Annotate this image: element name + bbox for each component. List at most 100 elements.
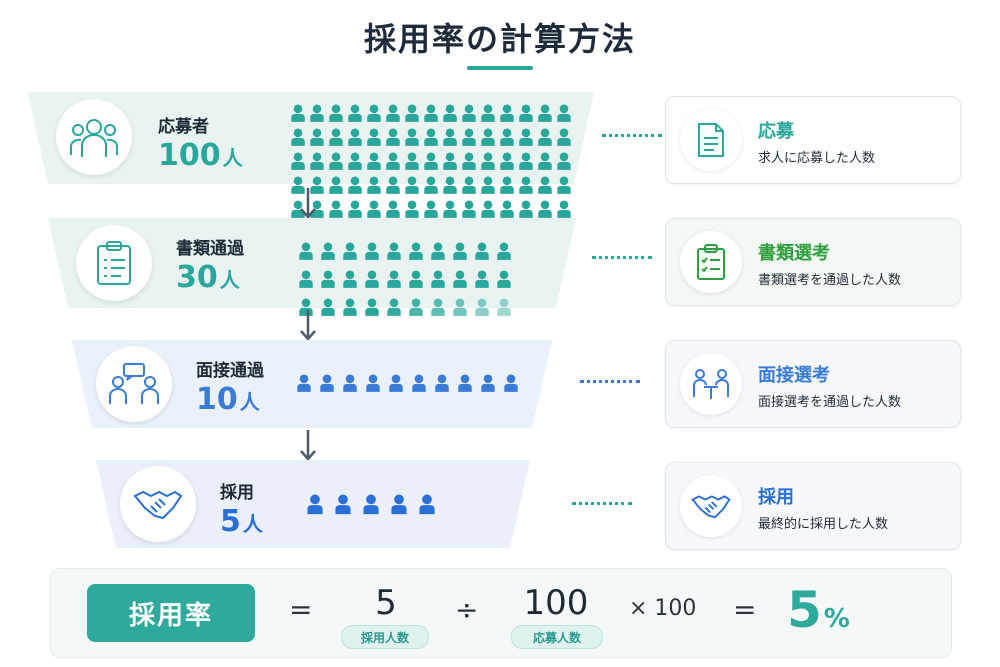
card-description: 面接選考を通過した人数 bbox=[758, 395, 902, 410]
person-icon bbox=[291, 152, 305, 170]
interview-icon bbox=[96, 346, 172, 422]
person-icon bbox=[519, 152, 533, 170]
person-icon bbox=[462, 104, 476, 122]
person-icon bbox=[443, 128, 457, 146]
person-icon bbox=[405, 152, 419, 170]
person-icon bbox=[435, 374, 449, 392]
person-icon bbox=[343, 374, 357, 392]
person-icon bbox=[538, 200, 552, 218]
person-icon bbox=[462, 152, 476, 170]
person-icon bbox=[424, 152, 438, 170]
person-icon bbox=[367, 176, 381, 194]
person-icon bbox=[335, 494, 351, 515]
person-icon bbox=[557, 176, 571, 194]
person-icon bbox=[310, 152, 324, 170]
person-icon bbox=[462, 200, 476, 218]
person-icon bbox=[500, 176, 514, 194]
person-icon bbox=[557, 104, 571, 122]
people-grid bbox=[298, 242, 518, 334]
person-icon bbox=[557, 152, 571, 170]
people-icons bbox=[299, 242, 511, 316]
handshake-icon bbox=[680, 475, 742, 537]
formula-panel: 採用率 = 5 採用人数 ÷ 100 応募人数 × 100 = 5% bbox=[50, 568, 952, 658]
checklist-icon bbox=[680, 231, 742, 293]
person-icon bbox=[321, 270, 335, 288]
person-icon bbox=[329, 176, 343, 194]
person-icon bbox=[538, 104, 552, 122]
person-icon bbox=[367, 128, 381, 146]
card-description: 求人に応募した人数 bbox=[758, 151, 876, 166]
multiply-term: × 100 bbox=[629, 596, 697, 621]
person-icon bbox=[481, 128, 495, 146]
equals-sign: = bbox=[289, 593, 313, 626]
person-icon bbox=[348, 128, 362, 146]
person-icon bbox=[409, 270, 423, 288]
person-icon bbox=[291, 200, 305, 218]
person-icon bbox=[431, 298, 445, 316]
people-icons bbox=[307, 494, 435, 515]
stage-label: 書類通過 bbox=[176, 239, 244, 259]
card-description: 最終的に採用した人数 bbox=[758, 517, 889, 532]
person-icon bbox=[500, 104, 514, 122]
person-icon bbox=[386, 176, 400, 194]
person-icon bbox=[538, 176, 552, 194]
stage-label: 面接通過 bbox=[196, 361, 264, 381]
person-icon bbox=[424, 104, 438, 122]
person-icon bbox=[497, 242, 511, 260]
person-icon bbox=[424, 176, 438, 194]
person-icon bbox=[365, 270, 379, 288]
person-icon bbox=[367, 200, 381, 218]
people-grid bbox=[306, 494, 446, 524]
person-icon bbox=[310, 104, 324, 122]
person-icon bbox=[443, 104, 457, 122]
person-icon bbox=[343, 298, 357, 316]
stage-band bbox=[72, 340, 552, 428]
hiring-rate-label: 採用率 bbox=[87, 584, 255, 642]
person-icon bbox=[481, 200, 495, 218]
person-icon bbox=[412, 374, 426, 392]
card-title: 応募 bbox=[758, 121, 794, 142]
handshake-icon bbox=[120, 466, 196, 542]
person-icon bbox=[405, 104, 419, 122]
person-icon bbox=[321, 298, 335, 316]
person-icon bbox=[329, 200, 343, 218]
person-icon bbox=[481, 152, 495, 170]
dotted-connector bbox=[580, 380, 640, 383]
person-icon bbox=[405, 200, 419, 218]
person-icon bbox=[500, 200, 514, 218]
person-icon bbox=[343, 270, 357, 288]
person-icon bbox=[443, 176, 457, 194]
card-title: 採用 bbox=[758, 487, 794, 508]
person-icon bbox=[320, 374, 334, 392]
person-icon bbox=[299, 242, 313, 260]
people-grid bbox=[296, 374, 526, 402]
person-icon bbox=[443, 200, 457, 218]
person-icon bbox=[519, 128, 533, 146]
numerator-value: 5 bbox=[375, 583, 397, 623]
person-icon bbox=[386, 200, 400, 218]
person-icon bbox=[481, 176, 495, 194]
person-icon bbox=[557, 200, 571, 218]
denominator-label: 応募人数 bbox=[511, 625, 603, 649]
dotted-connector bbox=[602, 134, 662, 137]
person-icon bbox=[391, 494, 407, 515]
person-icon bbox=[386, 104, 400, 122]
person-icon bbox=[329, 104, 343, 122]
person-icon bbox=[504, 374, 518, 392]
person-icon bbox=[291, 104, 305, 122]
person-icon bbox=[348, 200, 362, 218]
card-title: 書類選考 bbox=[758, 243, 830, 264]
person-icon bbox=[386, 128, 400, 146]
person-icon bbox=[348, 152, 362, 170]
down-arrow-icon bbox=[300, 310, 316, 341]
person-icon bbox=[453, 298, 467, 316]
card-interview-screening: 面接選考 面接選考を通過した人数 bbox=[665, 340, 961, 428]
person-icon bbox=[462, 128, 476, 146]
person-icon bbox=[500, 152, 514, 170]
person-icon bbox=[365, 242, 379, 260]
person-icon bbox=[367, 152, 381, 170]
